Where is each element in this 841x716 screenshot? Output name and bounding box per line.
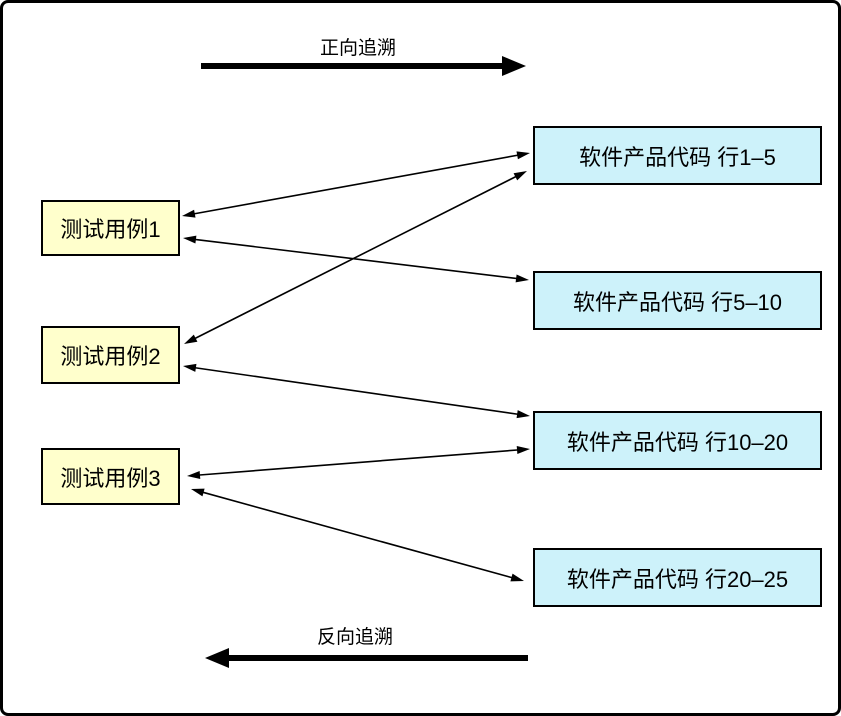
code-block-box-3: 软件产品代码 行10–20: [533, 411, 822, 470]
code-block-box-4: 软件产品代码 行20–25: [533, 548, 822, 607]
forward-trace-label: 正向追溯: [319, 38, 396, 59]
trace-link-tc3-code4: [191, 488, 524, 582]
code-block-label: 软件产品代码 行10–20: [566, 429, 789, 455]
code-block-label: 软件产品代码 行1–5: [579, 144, 776, 170]
backward-trace-label: 反向追溯: [316, 627, 393, 648]
test-case-box-2: 测试用例2: [41, 326, 180, 384]
code-block-label: 软件产品代码 行20–25: [566, 566, 789, 592]
trace-link-tc2-code3: [183, 363, 530, 419]
code-block-label: 软件产品代码 行5–10: [572, 289, 783, 315]
test-case-box-3: 测试用例3: [41, 448, 180, 505]
test-case-label: 测试用例1: [60, 217, 161, 242]
trace-link-tc1-code2: [183, 235, 529, 283]
trace-link-tc3-code3: [187, 446, 530, 479]
code-block-box-1: 软件产品代码 行1–5: [533, 126, 822, 185]
backward-trace-arrow: [205, 648, 528, 668]
test-case-label: 测试用例2: [60, 344, 161, 369]
trace-link-tc2-code1: [184, 171, 527, 344]
test-case-label: 测试用例3: [60, 465, 161, 491]
trace-link-tc1-code1: [182, 151, 530, 218]
code-block-box-2: 软件产品代码 行5–10: [533, 271, 822, 330]
test-case-box-1: 测试用例1: [41, 200, 180, 256]
